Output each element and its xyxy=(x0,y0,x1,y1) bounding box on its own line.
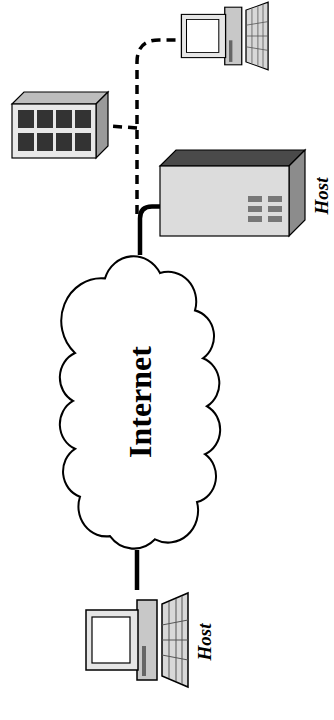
host-server: Host xyxy=(160,148,305,238)
server-symbol xyxy=(160,150,305,236)
network-link xyxy=(140,207,160,256)
pc-outline xyxy=(82,590,192,690)
node-label: Host xyxy=(311,178,333,215)
node-label: Internet xyxy=(122,346,159,458)
dashed-link xyxy=(110,126,137,128)
cloud-shape xyxy=(60,256,220,548)
router-device xyxy=(12,92,108,158)
network-link xyxy=(135,550,140,590)
workstation-symbol xyxy=(181,2,268,70)
node-label: Host xyxy=(194,624,216,661)
server-outline xyxy=(160,148,305,238)
host-computer: Host xyxy=(82,590,192,690)
internet-cloud: Internet xyxy=(65,255,215,550)
computer-symbol xyxy=(86,593,188,687)
